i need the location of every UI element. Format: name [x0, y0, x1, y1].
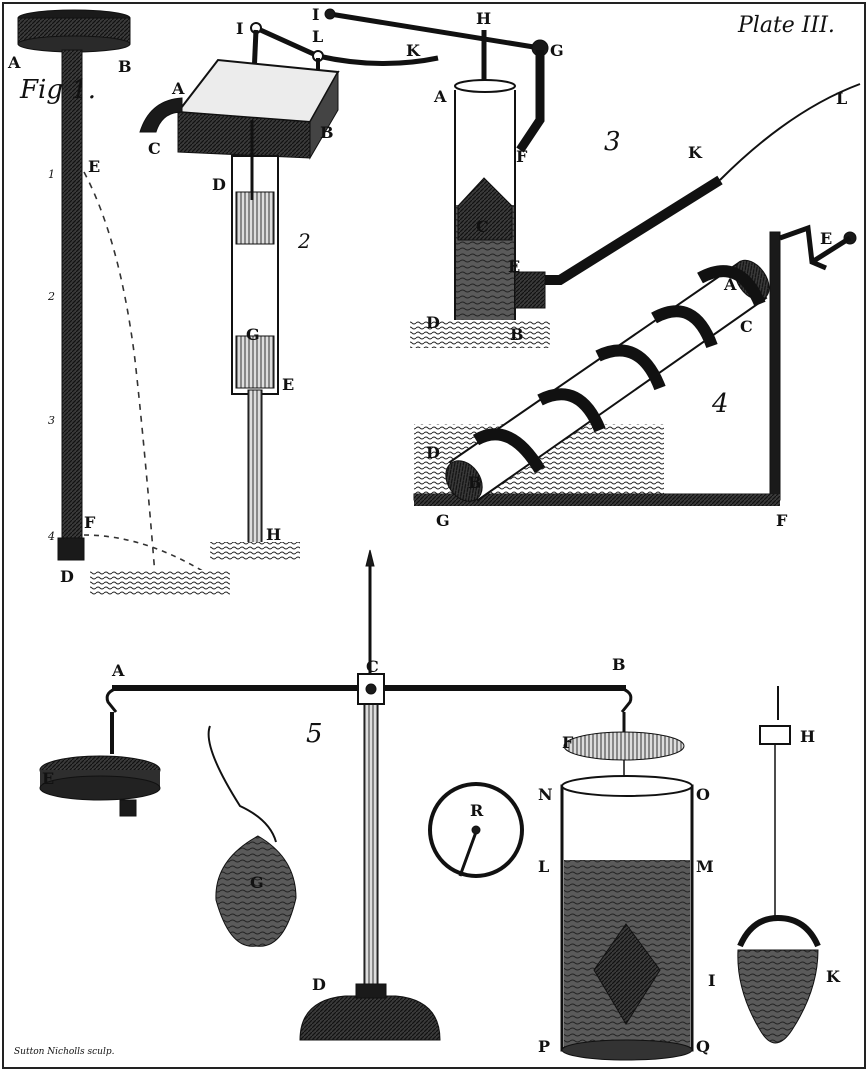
fig2-piston: [235, 191, 275, 245]
fig2-label-H: H: [266, 525, 281, 544]
fig5-label-H: H: [800, 727, 815, 746]
engraver-signature: Sutton Nicholls sculp.: [14, 1047, 115, 1057]
fig2-label-C: C: [148, 139, 161, 158]
fig4-spiral: [472, 265, 766, 474]
fig3-label-G: G: [550, 41, 564, 60]
fig1-label-A: A: [7, 53, 21, 72]
fig1-label-D: D: [60, 567, 74, 586]
fig1-label-F: F: [84, 513, 96, 532]
fig1-scale-3: 3: [48, 414, 55, 427]
fig5-pear-weight: [215, 835, 297, 947]
fig1-label-E: E: [88, 157, 100, 176]
fig4-label-F: F: [776, 511, 788, 530]
fig2-valve: [235, 335, 275, 389]
fig2-label-D: D: [212, 175, 226, 194]
fig2-label-A: A: [171, 79, 185, 98]
fig3-label-B: B: [510, 325, 524, 344]
fig3-rising-pipe: [515, 175, 723, 285]
fig2-water: [210, 542, 300, 560]
figure-5: A C B 5 F E H R N O L M G D I K P Q: [39, 549, 841, 1061]
fig1-jet-upper: [83, 171, 156, 576]
fig3-label-C: C: [476, 217, 489, 236]
fig5-label-I: I: [708, 971, 715, 990]
fig5-number: 5: [306, 719, 323, 749]
fig5-label-F: F: [562, 733, 574, 752]
fig3-label-E: E: [508, 257, 520, 276]
fig5-label-O: O: [696, 785, 710, 804]
fig5-label-M: M: [696, 857, 714, 876]
fig5-pillar: [363, 679, 379, 991]
fig5-label-B: B: [612, 655, 626, 674]
fig4-label-E: E: [820, 229, 832, 248]
fig5-label-Q: Q: [696, 1037, 710, 1056]
fig4-crank: [779, 224, 827, 271]
fig5-label-G: G: [250, 873, 264, 892]
fig3-water: [410, 320, 550, 348]
fig3-label-H: H: [476, 9, 491, 28]
fig1-scale-4: 4: [47, 530, 55, 543]
fig2-label-E: E: [282, 375, 294, 394]
fig2-cistern-top: [176, 58, 340, 124]
fig4-label-B: B: [468, 473, 482, 492]
fig1-tube: [61, 49, 83, 541]
fig5-label-L: L: [538, 857, 549, 876]
fig3-plunger: [457, 177, 513, 241]
fig4-label-D: D: [426, 443, 440, 462]
fig3-label-I: I: [312, 5, 319, 24]
fig1-number: Fig 1.: [19, 75, 96, 105]
fig2-number: 2: [297, 229, 311, 253]
fig5-foot: [299, 995, 441, 1041]
fig4-label-C: C: [740, 317, 753, 336]
fig1-scale-2: 2: [47, 290, 55, 303]
fig1-scale-1: 1: [48, 168, 55, 181]
fig2-pipe: [247, 389, 263, 557]
fig5-label-E: E: [42, 769, 54, 788]
fig1-label-B: B: [118, 57, 132, 76]
fig5-label-D: D: [312, 975, 326, 994]
fig2-label-I: I: [236, 19, 243, 38]
fig5-label-N: N: [538, 785, 553, 804]
fig3-lever: [329, 11, 541, 51]
fig3-label-F: F: [516, 147, 528, 166]
fig4-label-G: G: [436, 511, 450, 530]
fig3-label-D: D: [426, 313, 440, 332]
figure-4: E A C 4 D B G F: [413, 224, 857, 530]
figure-1: A B Fig 1. E F D 1 2 3 4: [7, 9, 230, 596]
fig3-label-A: A: [433, 87, 447, 106]
fig4-label-A: A: [723, 275, 737, 294]
fig5-submerged-body: [593, 923, 661, 1025]
fig5-label-P: P: [538, 1037, 550, 1056]
fig3-label-L: L: [836, 89, 847, 108]
fig1-ground: [90, 570, 230, 596]
fig1-base: [57, 537, 85, 561]
fig5-label-A: A: [111, 661, 125, 680]
fig5-label-K: K: [826, 967, 841, 986]
fig3-label-K: K: [406, 41, 421, 60]
fig5-label-R: R: [470, 801, 484, 820]
fig5-hook-H: [759, 725, 791, 745]
fig3-number: 3: [604, 127, 621, 157]
fig5-fulcrum: [357, 673, 385, 705]
fig5-pan-F: [563, 731, 685, 761]
figure-2: I L A C B D 2 G E H: [139, 19, 439, 560]
fig5-label-C: C: [366, 657, 379, 676]
fig2-label-G: G: [246, 325, 260, 344]
fig4-number: 4: [711, 389, 729, 419]
plate-title: Plate III.: [737, 13, 835, 38]
fig2-label-L: L: [312, 27, 323, 46]
fig2-spout: [139, 97, 183, 133]
fig2-label-B: B: [320, 123, 334, 142]
figure-3: I H K G A F 3 K L C E D B: [312, 5, 861, 348]
fig5-bucket: [737, 949, 819, 1044]
fig3-label-K2: K: [688, 143, 703, 162]
